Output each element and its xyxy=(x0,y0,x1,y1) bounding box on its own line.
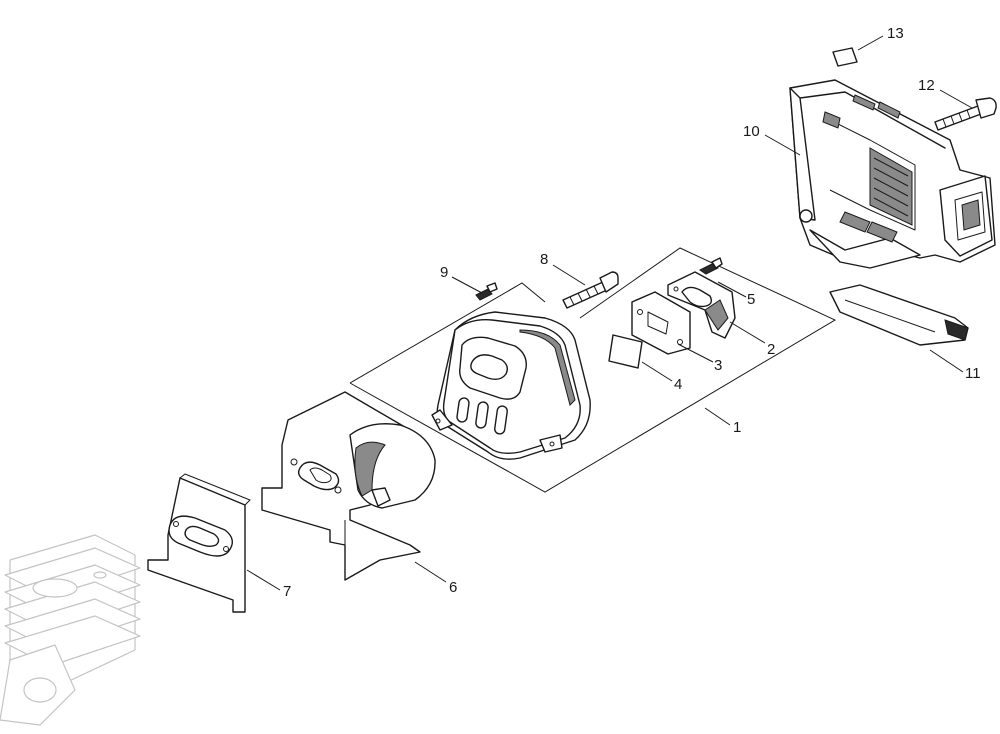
part-6-heat-shield xyxy=(261,391,436,581)
callout-7: 7 xyxy=(283,583,291,600)
cylinder-reference-drawing xyxy=(0,534,141,726)
muffler-assembly-frame xyxy=(349,247,837,493)
callout-11: 11 xyxy=(965,365,981,382)
callout-5: 5 xyxy=(747,291,755,308)
callout-1: 1 xyxy=(733,419,741,436)
part-12-bolt xyxy=(934,97,997,131)
callout-6: 6 xyxy=(449,579,457,596)
callout-labels: 1 2 3 4 5 6 7 8 9 10 11 12 13 xyxy=(283,25,981,600)
callout-8: 8 xyxy=(540,251,548,268)
leader-lines xyxy=(246,35,973,591)
part-11-guide-plate xyxy=(829,284,969,346)
part-5-screw xyxy=(699,257,723,275)
part-13-label xyxy=(832,47,858,67)
callout-2: 2 xyxy=(767,341,775,358)
callout-4: 4 xyxy=(674,376,682,393)
callout-12: 12 xyxy=(918,77,935,94)
callout-9: 9 xyxy=(440,264,448,281)
part-4-gasket xyxy=(608,334,643,369)
part-8-bolt xyxy=(562,271,619,309)
part-9-screw xyxy=(475,282,498,301)
callout-3: 3 xyxy=(714,357,722,374)
callout-10: 10 xyxy=(743,123,760,140)
part-1-muffler-body xyxy=(431,311,591,460)
part-7-gasket-plate xyxy=(147,473,251,613)
part-2-exhaust-deflector xyxy=(667,271,736,339)
part-10-muffler-cover xyxy=(789,79,996,269)
part-3-exhaust-gasket xyxy=(631,291,691,355)
callout-13: 13 xyxy=(887,25,904,42)
